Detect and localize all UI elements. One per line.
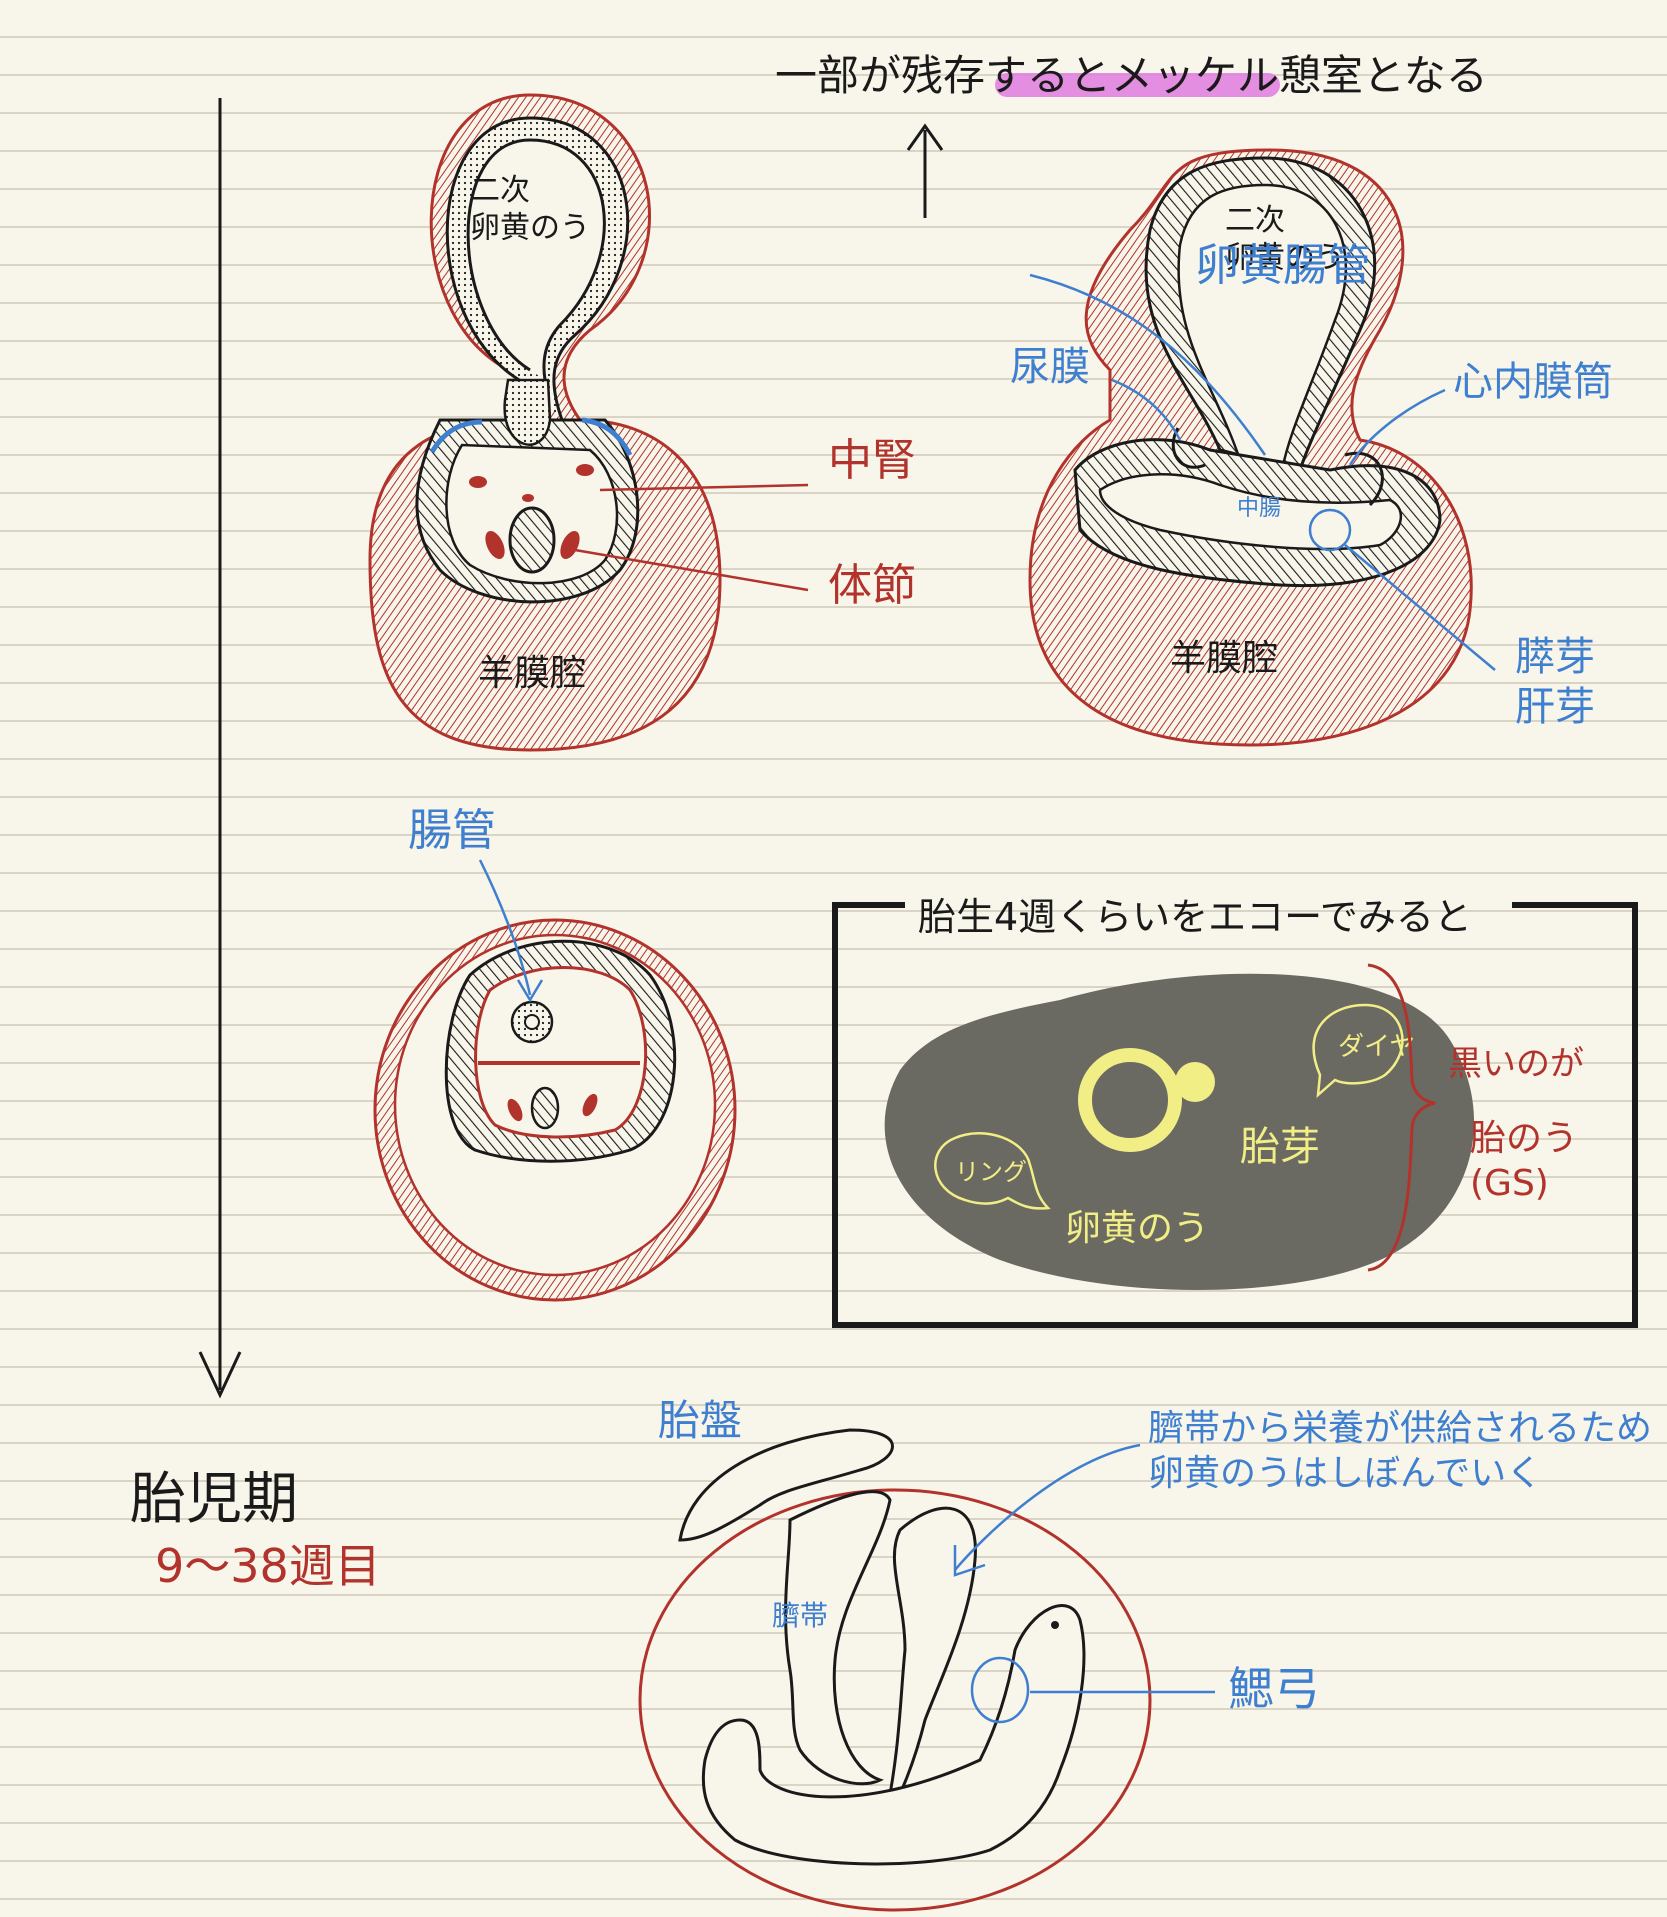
fig2-allantois-label: 尿膜: [1010, 344, 1090, 390]
fig1-mesonephros-label: 中腎: [828, 435, 916, 486]
fig4-arch-circle: [970, 1656, 1030, 1724]
yolk-sac-ring: [1078, 1048, 1182, 1152]
gs-label: 胎のう(GS): [1470, 1118, 1578, 1204]
mesonephros-right: [576, 464, 594, 476]
gs-brace: [1367, 963, 1436, 1272]
fig4-fetus-body: [701, 1604, 1086, 1866]
fig4-umbilical-label: 臍帯: [772, 1599, 828, 1632]
fig4-eye: [1051, 1621, 1059, 1629]
figure-fetus: 胎盤 臍帯 臍帯から栄養が供給されるため卵黄のうはしぼんでいく 鰓弓: [638, 1396, 1652, 1912]
gut-stalk: [503, 378, 552, 446]
fig2-yolk-sac-label: 二次卵黄のう: [1225, 203, 1345, 276]
echo-box: 胎生4週くらいをエコーでみると ダイヤ リング 卵黄のう 胎芽 黒いのが 胎のう…: [832, 895, 1638, 1328]
fetal-period-heading: 胎児期 9〜38週目: [130, 1467, 381, 1593]
fig4-yolk-sac-shape: [883, 1506, 977, 1821]
figure-early-embryo: 二次卵黄のう 羊膜腔 中腎 体節: [368, 93, 916, 752]
timeline-arrow: [198, 98, 242, 1399]
fig2-pericardial-label: 心内膜筒: [1453, 359, 1613, 405]
fig3-neural-tube: [530, 1086, 560, 1130]
figure-folded-embryo: 二次卵黄のう 卵黄腸管 尿膜 心内膜筒 中腸 膵芽肝芽 羊膜腔: [1010, 148, 1613, 747]
gestational-sac: [884, 973, 1475, 1290]
fig3-coelom: [474, 966, 648, 1139]
fig3-gut-tube-label: 腸管: [408, 805, 496, 856]
fig2-allantois: [1171, 427, 1206, 469]
fetal-period-weeks: 9〜38週目: [155, 1539, 381, 1593]
top-caption-text: 一部が残存するとメッケル憩室となる: [775, 51, 1488, 100]
fold-arrow-right: [581, 417, 633, 457]
somite-right: [560, 530, 580, 560]
fold-arrow-left: [429, 419, 483, 454]
aorta: [522, 494, 534, 502]
fig1-yolk-sac-label: 二次卵黄のう: [470, 173, 590, 246]
embryo-echo-label: 胎芽: [1240, 1124, 1320, 1170]
fig2-yolk-sac-cavity: [1177, 183, 1348, 472]
fig4-branchial-label: 鰓弓: [1228, 1662, 1320, 1716]
neural-tube: [508, 506, 556, 574]
fig2-amniotic-cavity-label: 羊膜腔: [1170, 638, 1278, 679]
mesonephros-left: [469, 476, 487, 488]
fig4-placenta-label: 胎盤: [658, 1396, 742, 1445]
fig2-bud-label: 膵芽肝芽: [1515, 634, 1595, 730]
diamond-bubble-text: ダイヤ: [1338, 1032, 1415, 1062]
echo-box-title: 胎生4週くらいをエコーでみると: [918, 895, 1472, 939]
top-caption: 一部が残存するとメッケル憩室となる: [775, 51, 1488, 218]
highlighter-mark: [995, 73, 1280, 97]
ring-bubble-text: リング: [955, 1158, 1027, 1186]
figure-cross-section: 腸管: [373, 805, 737, 1302]
fig2-bud-circle: [1308, 508, 1352, 552]
embryo-dot: [1175, 1062, 1215, 1102]
black-area-note: 黒いのが: [1448, 1044, 1584, 1084]
fig4-uterus: [638, 1488, 1152, 1912]
fig2-heart-tube: [1344, 451, 1384, 507]
yolk-sac-echo-label: 卵黄のう: [1065, 1208, 1209, 1249]
fig4-caption: 臍帯から栄養が供給されるため卵黄のうはしぼんでいく: [1148, 1408, 1652, 1494]
fig2-vitelline-duct-label: 卵黄腸管: [1195, 240, 1371, 291]
yolk-sac-cavity: [466, 138, 606, 381]
fig4-umbilical-cord-shape: [784, 1490, 892, 1786]
fetal-period-title: 胎児期: [130, 1467, 298, 1532]
fig2-midgut-label: 中腸: [1237, 496, 1281, 521]
fig1-amniotic-cavity-label: 羊膜腔: [478, 653, 586, 694]
fig4-placenta-shape: [678, 1428, 894, 1542]
somite-left: [485, 530, 505, 560]
fig1-somite-label: 体節: [828, 560, 916, 611]
fig2-midgut-cavity: [1098, 473, 1402, 551]
